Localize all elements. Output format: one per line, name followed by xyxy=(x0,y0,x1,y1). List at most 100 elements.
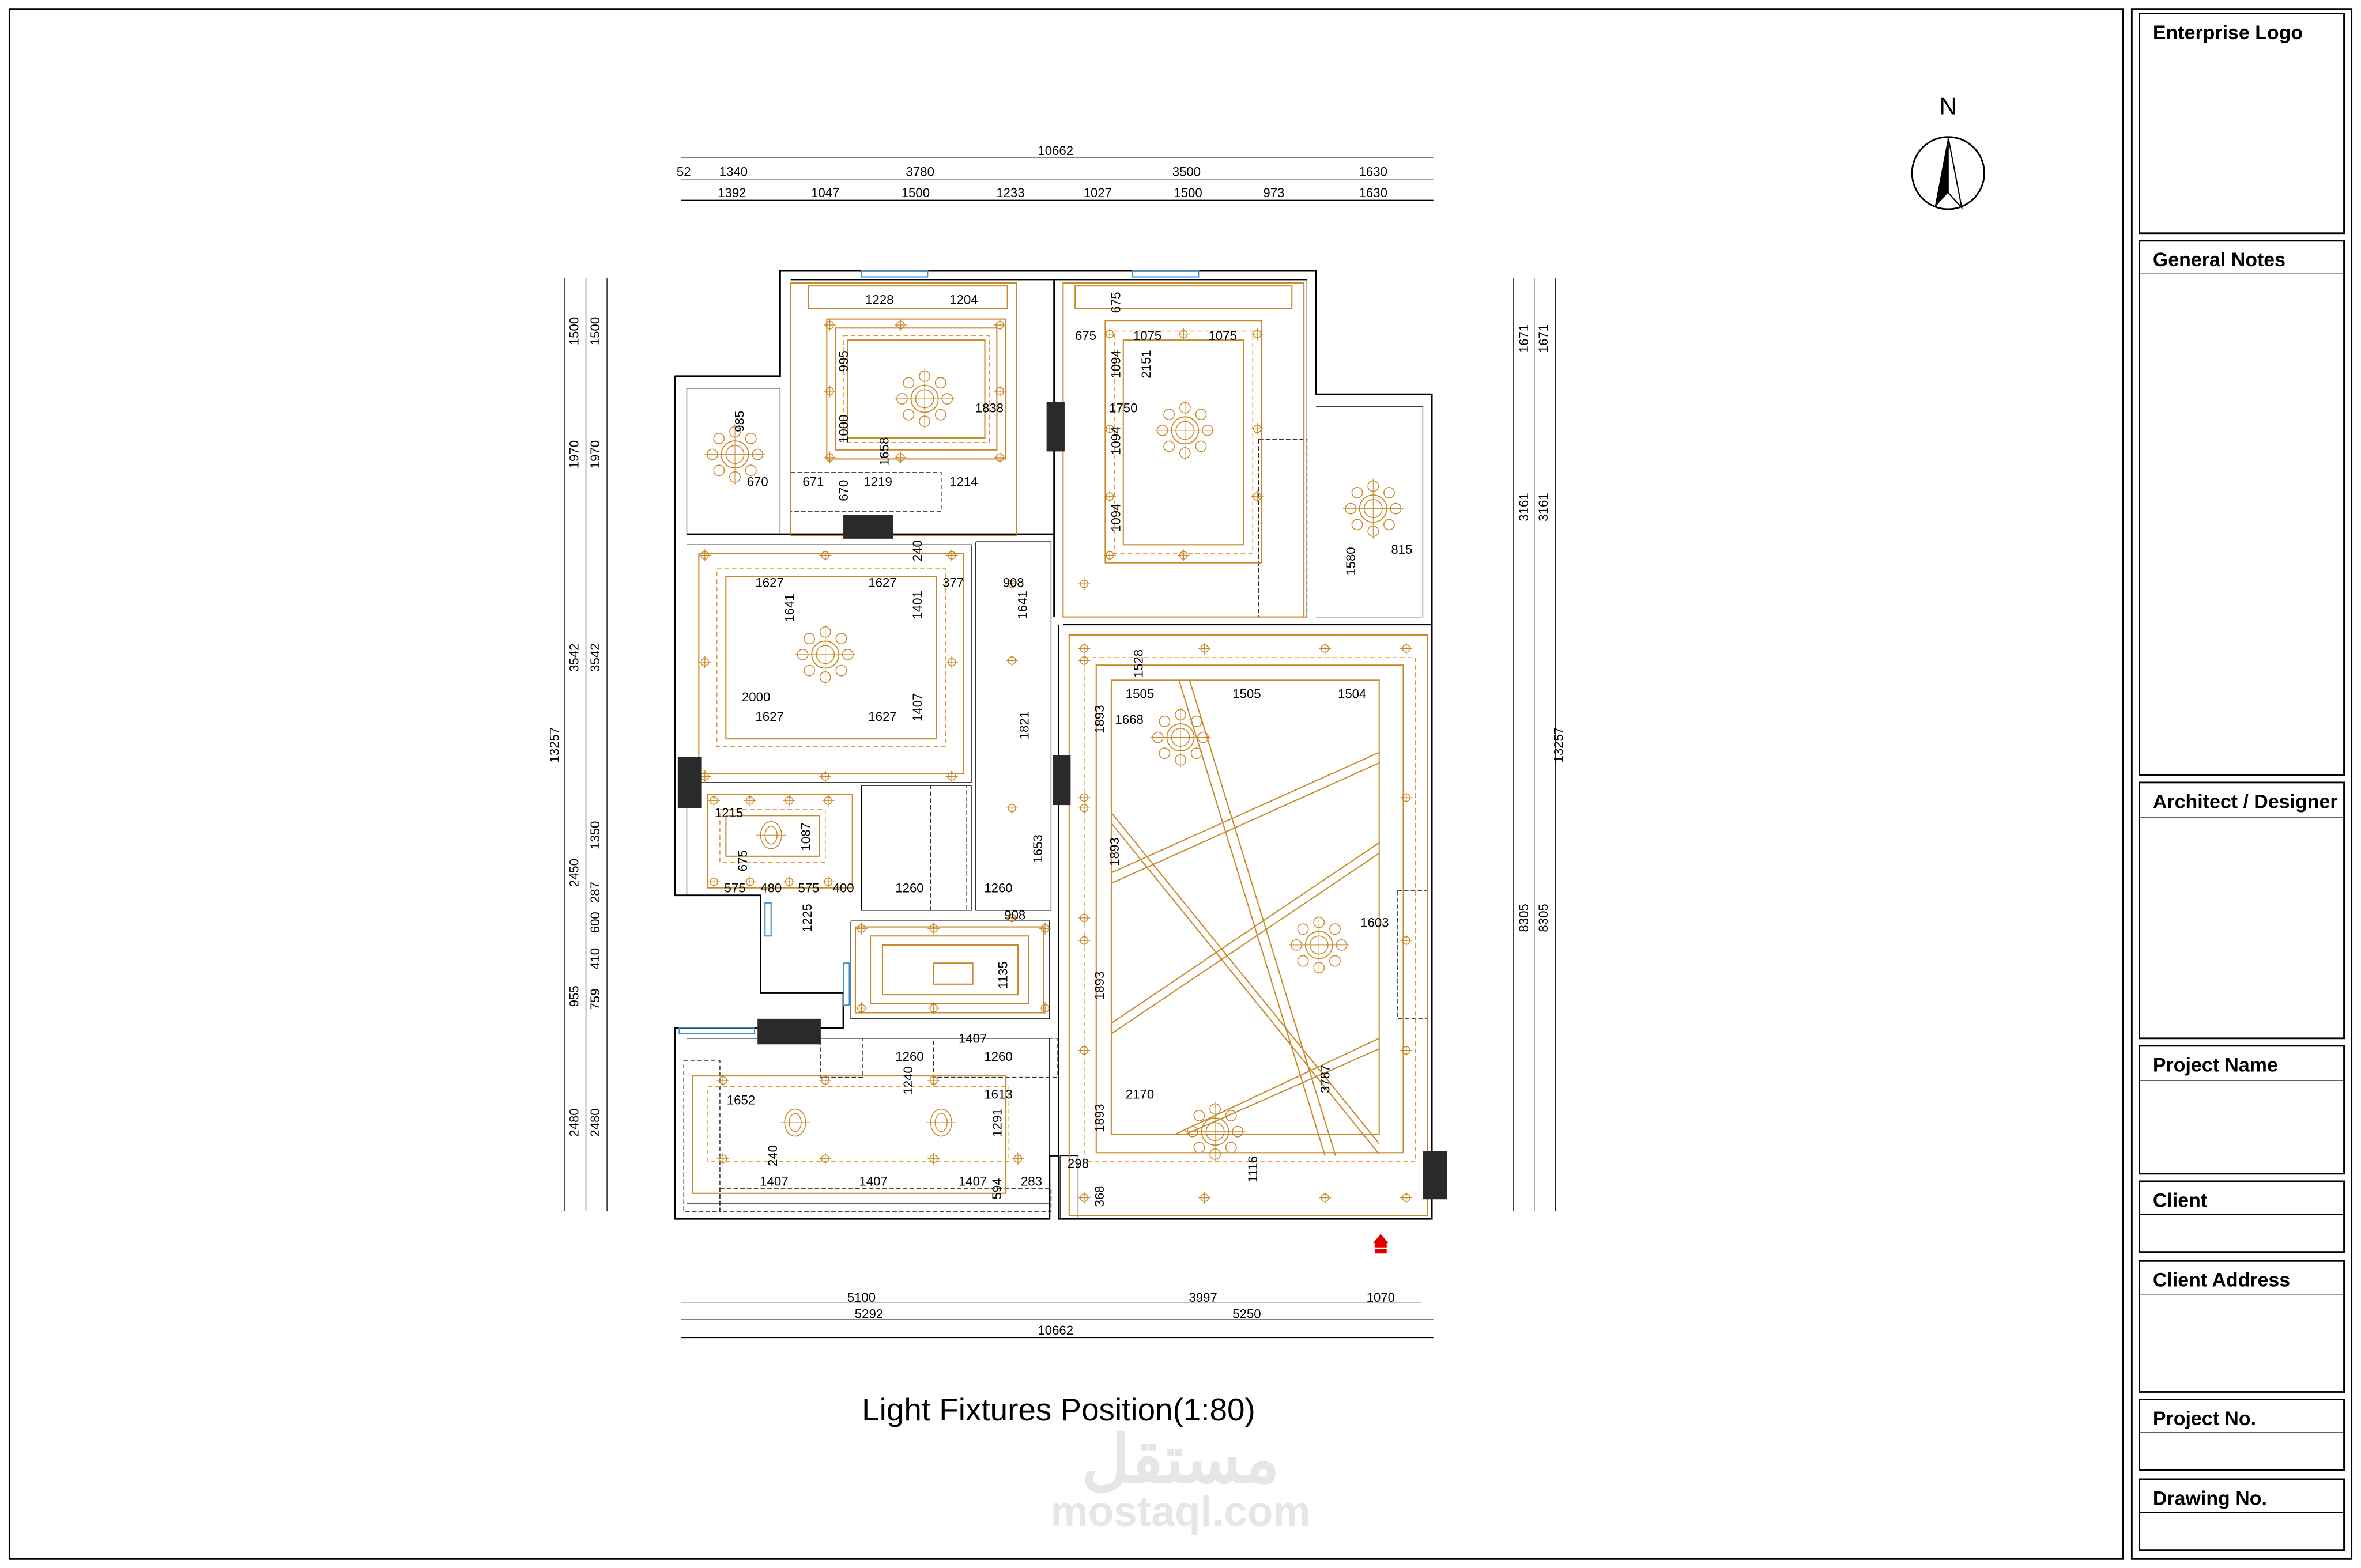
dimension-interior: 1407 xyxy=(760,1174,788,1189)
dimension-interior: 594 xyxy=(990,1178,1004,1199)
spotlight-icon xyxy=(1400,643,1413,655)
chandelier-icon xyxy=(1289,915,1349,976)
spotlight-icon xyxy=(994,451,1006,464)
dimension-interior: 1240 xyxy=(901,1066,915,1094)
spotlight-icon xyxy=(927,1074,940,1087)
dimension-interior: 1893 xyxy=(1092,705,1107,734)
watermark-arabic: مستقل xyxy=(1081,1423,1280,1497)
dimension-interior: 575 xyxy=(725,881,746,896)
spotlight-icon xyxy=(783,794,795,807)
spotlight-icon xyxy=(819,770,832,783)
dimension-top: 1392 xyxy=(718,186,746,200)
dimension-interior: 1627 xyxy=(755,575,783,590)
dimension-top: 1630 xyxy=(1359,165,1387,179)
dimension-right: 8305 xyxy=(1517,904,1531,932)
dimension-top: 1500 xyxy=(902,186,930,200)
dimension-interior: 1613 xyxy=(984,1087,1012,1101)
dimension-interior: 1204 xyxy=(949,292,978,307)
dimension-interior: 1260 xyxy=(895,881,923,896)
dimension-interior: 1580 xyxy=(1344,547,1358,575)
spotlight-icon xyxy=(1039,922,1051,935)
spotlight-icon xyxy=(1400,791,1413,804)
dimension-interior: 985 xyxy=(733,411,747,432)
title-block-label: Architect / Designer xyxy=(2153,791,2338,813)
dimension-interior: 283 xyxy=(1021,1174,1042,1189)
spotlight-icon xyxy=(1400,1192,1413,1204)
dimension-interior: 1627 xyxy=(868,575,896,590)
spotlight-icon xyxy=(1103,422,1116,435)
dimension-interior: 1219 xyxy=(863,474,892,489)
dimension-left: 759 xyxy=(588,988,602,1010)
dimension-interior: 1407 xyxy=(910,693,925,721)
dimension-interior: 1214 xyxy=(949,474,978,489)
spotlight-icon xyxy=(1103,328,1116,341)
spotlight-icon xyxy=(819,1153,832,1165)
spotlight-icon xyxy=(927,1002,940,1015)
dimension-interior: 575 xyxy=(798,881,819,896)
dimension-interior: 1075 xyxy=(1133,328,1161,343)
dimension-top: 3780 xyxy=(906,165,934,179)
dimension-left: 600 xyxy=(588,912,602,933)
spotlight-icon xyxy=(699,549,711,562)
spotlight-icon xyxy=(1198,1192,1211,1204)
title-block-section: Architect / Designer xyxy=(2138,781,2345,1040)
dimension-right: 3161 xyxy=(1536,493,1551,521)
chandelier-icon xyxy=(795,624,855,685)
dimension-left: 1350 xyxy=(588,821,602,849)
dimension-interior: 1094 xyxy=(1109,504,1123,532)
dimension-left: 3542 xyxy=(567,643,581,671)
spotlight-icon xyxy=(1006,577,1018,590)
dimension-interior: 1135 xyxy=(996,961,1010,989)
dimension-interior: 671 xyxy=(802,474,824,489)
spotlight-icon xyxy=(824,319,836,331)
spotlight-icon xyxy=(822,794,835,807)
spotlight-icon xyxy=(824,385,836,398)
dimension-right: 13257 xyxy=(1551,727,1566,763)
column xyxy=(843,515,893,539)
dimension-interior: 2170 xyxy=(1126,1087,1154,1101)
dimension-interior: 1225 xyxy=(800,904,814,932)
dimension-interior: 1821 xyxy=(1017,711,1031,739)
spotlight-icon xyxy=(1251,328,1264,341)
title-block-section: General Notes xyxy=(2138,240,2345,776)
drawing-title: Light Fixtures Position(1:80) xyxy=(862,1392,1255,1427)
dimension-right: 3161 xyxy=(1517,493,1531,521)
title-block-section: Project Name xyxy=(2138,1045,2345,1175)
sheet-border xyxy=(8,8,2124,1560)
spotlight-icon xyxy=(1078,802,1091,814)
spotlight-icon xyxy=(927,1153,940,1165)
dimension-interior: 1504 xyxy=(1338,687,1366,701)
dimension-top: 3500 xyxy=(1172,165,1201,179)
dimension-interior: 1260 xyxy=(895,1049,923,1064)
spotlight-icon xyxy=(945,549,958,562)
dimension-top: 1500 xyxy=(1174,186,1202,200)
dimension-interior: 368 xyxy=(1092,1185,1107,1207)
dimension-bottom: 5250 xyxy=(1232,1307,1261,1321)
title-block-label: Drawing No. xyxy=(2153,1487,2267,1509)
spotlight-icon xyxy=(1006,802,1018,814)
dimension-left: 1970 xyxy=(588,440,602,468)
column xyxy=(677,757,702,808)
dimension-top: 1340 xyxy=(719,165,748,179)
entry-arrow-icon xyxy=(1373,1234,1389,1254)
spotlight-icon xyxy=(1400,1044,1413,1057)
spotlight-icon xyxy=(1103,490,1116,503)
column xyxy=(1046,402,1065,452)
downlight-icon xyxy=(780,1108,810,1137)
dimension-interior: 1407 xyxy=(859,1174,888,1189)
spotlight-icon xyxy=(1251,490,1264,503)
spotlight-icon xyxy=(822,875,835,888)
dimension-interior: 1627 xyxy=(755,709,783,724)
spotlight-icon xyxy=(945,770,958,783)
chandelier-icon xyxy=(1150,707,1211,768)
dimension-interior: 1668 xyxy=(1115,712,1144,727)
title-block-section: Drawing No. xyxy=(2138,1478,2345,1551)
watermark-latin: mostaql.com xyxy=(1051,1488,1311,1535)
dimension-interior: 1228 xyxy=(865,292,893,307)
spotlight-icon xyxy=(1198,643,1211,655)
dimension-left: 1500 xyxy=(567,317,581,345)
dimension-interior: 1075 xyxy=(1208,328,1236,343)
chandelier-icon xyxy=(894,368,955,429)
title-block-label: Project Name xyxy=(2153,1054,2278,1076)
